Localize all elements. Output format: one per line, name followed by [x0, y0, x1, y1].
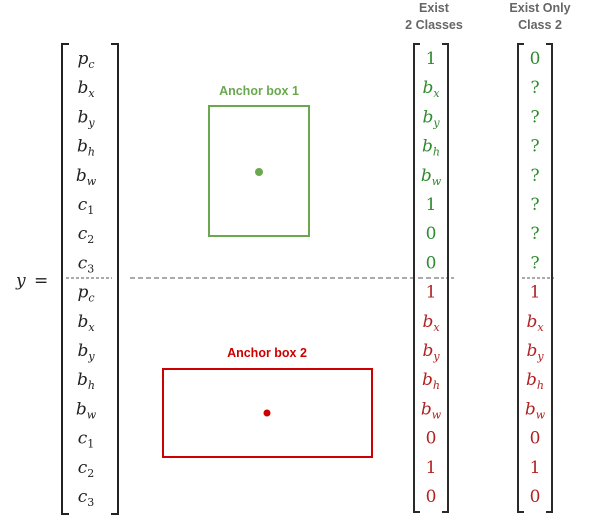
y-vector-entry: pc [77, 283, 94, 305]
y-vector-left-bracket [61, 43, 69, 515]
y-vector-entry: bx [77, 312, 95, 334]
exist-only-class-2-column-entry: 1 [530, 283, 541, 303]
exist-2-classes-column-entry: bw [421, 399, 442, 421]
y-vector-entry: bw [76, 166, 97, 188]
exist-only-class-2-column-right-bracket-top [546, 43, 553, 278]
y-vector-entry: bh [77, 137, 95, 159]
exist-only-class-2-column-left-bracket-bottom [517, 278, 524, 513]
exist-2-classes-column-entry: bx [422, 312, 440, 334]
exist-2-classes-column-entry: bx [422, 78, 440, 100]
exist-2-classes-column-header-line2: 2 Classes [405, 18, 463, 32]
exist-2-classes-column-entry: by [422, 341, 440, 363]
exist-2-classes-column-entry: by [422, 107, 440, 129]
exist-only-class-2-column-entry: ? [530, 107, 539, 127]
exist-only-class-2-column-header-line2: Class 2 [518, 18, 562, 32]
exist-only-class-2-column-entry: by [526, 341, 544, 363]
y-vector-entry: bh [77, 370, 95, 392]
exist-only-class-2-column-entry: 0 [530, 49, 541, 69]
y-vector-right-bracket [111, 43, 119, 515]
y-vector-entry: by [77, 341, 95, 363]
exist-only-class-2-column-entry: 1 [530, 458, 541, 478]
y-vector-entry: bx [77, 78, 95, 100]
y-vector-entry: c3 [78, 253, 95, 275]
exist-only-class-2-column-entry: bx [526, 312, 544, 334]
exist-2-classes-column-entry: 1 [426, 283, 437, 303]
exist-2-classes-column-entry: 0 [426, 487, 437, 507]
y-vector-entry: pc [77, 49, 94, 71]
anchor-box-2-label: Anchor box 2 [227, 346, 307, 360]
anchor-box-1-label: Anchor box 1 [219, 84, 299, 98]
exist-only-class-2-column-entry: ? [530, 166, 539, 186]
exist-2-classes-column-entry: 0 [426, 224, 437, 244]
y-label: y [15, 271, 26, 291]
exist-only-class-2-column-entry: bw [525, 399, 546, 421]
anchor-box-1-center [255, 168, 263, 176]
exist-2-classes-column-right-bracket-top [442, 43, 449, 278]
exist-only-class-2-column-right-bracket-bottom [546, 278, 553, 513]
exist-only-class-2-column-entry: ? [530, 137, 539, 157]
exist-2-classes-column-entry: 1 [426, 195, 437, 215]
exist-only-class-2-column-entry: 0 [530, 429, 541, 449]
y-vector-entry: c3 [78, 487, 95, 509]
equals-sign: = [34, 271, 48, 291]
exist-2-classes-column-left-bracket-top [413, 43, 420, 278]
exist-2-classes-column-entry: 0 [426, 429, 437, 449]
exist-only-class-2-column-entry: ? [530, 78, 539, 98]
y-vector-entry: c2 [78, 224, 95, 246]
exist-2-classes-column-entry: 1 [426, 49, 437, 69]
exist-2-classes-column-entry: bw [421, 166, 442, 188]
y-vector-entry: c2 [78, 458, 95, 480]
exist-only-class-2-column-entry: bh [526, 370, 544, 392]
exist-2-classes-column-left-bracket-bottom [413, 278, 420, 513]
exist-2-classes-column-entry: bh [422, 370, 440, 392]
anchor-box-2 [162, 368, 373, 458]
exist-2-classes-column-entry: 0 [426, 253, 437, 273]
anchor-box-2-center [263, 409, 271, 417]
exist-only-class-2-column-entry: ? [530, 195, 539, 215]
exist-only-class-2-column-entry: 0 [530, 487, 541, 507]
exist-2-classes-column-header-line1: Exist [419, 1, 450, 15]
exist-only-class-2-column-header-line1: Exist Only [509, 1, 570, 15]
exist-only-class-2-column-entry: ? [530, 253, 539, 273]
anchor-box-1 [208, 105, 310, 237]
y-vector-entry: by [77, 107, 95, 129]
exist-2-classes-column-entry: bh [422, 137, 440, 159]
exist-only-class-2-column-left-bracket-top [517, 43, 524, 278]
exist-only-class-2-column-entry: ? [530, 224, 539, 244]
exist-2-classes-column-right-bracket-bottom [442, 278, 449, 513]
y-vector-entry: c1 [78, 429, 95, 451]
exist-2-classes-column-entry: 1 [426, 458, 437, 478]
y-vector-entry: bw [76, 399, 97, 421]
y-vector-entry: c1 [78, 195, 95, 217]
